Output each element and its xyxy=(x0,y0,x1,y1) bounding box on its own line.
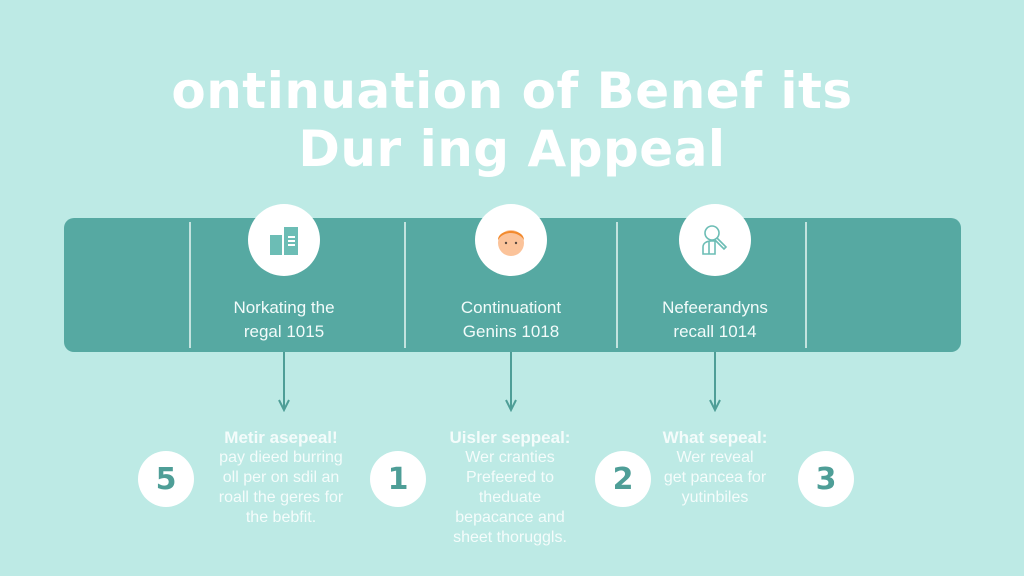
title-line-1: ontinuation of Benef its xyxy=(171,62,853,120)
step-line: bepacance and xyxy=(455,509,565,526)
step-heading: Metir asepeal! xyxy=(224,428,338,447)
step-description-3: What sepeal: Wer reveal get pancea for y… xyxy=(640,428,790,508)
card-label-line: regal 1015 xyxy=(243,322,325,341)
step-line: the bebfit. xyxy=(245,509,317,526)
arrow-down-icon xyxy=(709,352,721,412)
panel-divider xyxy=(805,222,807,348)
person-avatar-icon xyxy=(475,204,547,276)
card-label-3: Nefeerandyns recall 1014 xyxy=(615,296,815,344)
step-number-badge: 5 xyxy=(138,451,194,507)
panel-divider xyxy=(189,222,191,348)
step-description-1: Metir asepeal! pay dieed burring oll per… xyxy=(196,428,366,528)
step-line: get pancea for xyxy=(663,469,767,486)
card-label-line: Continuationt xyxy=(460,298,562,317)
stages-panel: Norkating the regal 1015 Continuationt G… xyxy=(64,204,961,352)
person-search-icon xyxy=(679,204,751,276)
step-line: theduate xyxy=(478,489,542,506)
step-line: yutinbiles xyxy=(681,489,749,506)
step-number-badge: 2 xyxy=(595,451,651,507)
card-label-line: recall 1014 xyxy=(673,322,757,341)
page-title: ontinuation of Benef its Dur ing Appeal xyxy=(0,62,1024,178)
card-label-line: Nefeerandyns xyxy=(662,298,768,317)
step-line: Wer cranties xyxy=(465,449,555,466)
step-line: pay dieed burring xyxy=(219,449,343,466)
step-line: Wer reveal xyxy=(676,449,754,466)
arrow-down-icon xyxy=(278,352,290,412)
step-heading: What sepeal: xyxy=(662,428,768,447)
step-line: Prefeered to xyxy=(465,469,555,486)
card-label-2: Continuationt Genins 1018 xyxy=(411,296,611,344)
step-number-badge: 1 xyxy=(370,451,426,507)
step-number-badge: 3 xyxy=(798,451,854,507)
step-heading: Uisler seppeal: xyxy=(449,428,571,447)
card-label-line: Genins 1018 xyxy=(462,322,560,341)
card-label-line: Norkating the xyxy=(233,298,335,317)
step-line: roall the geres for xyxy=(218,489,344,506)
step-description-2: Uisler seppeal: Wer cranties Prefeered t… xyxy=(430,428,590,548)
bar-chart-icon xyxy=(248,204,320,276)
panel-divider xyxy=(404,222,406,348)
step-line: oll per on sdil an xyxy=(222,469,340,486)
arrow-down-icon xyxy=(505,352,517,412)
step-line: sheet thoruggls. xyxy=(453,529,567,546)
panel-divider xyxy=(616,222,618,348)
card-label-1: Norkating the regal 1015 xyxy=(184,296,384,344)
title-line-2: Dur ing Appeal xyxy=(298,120,726,178)
